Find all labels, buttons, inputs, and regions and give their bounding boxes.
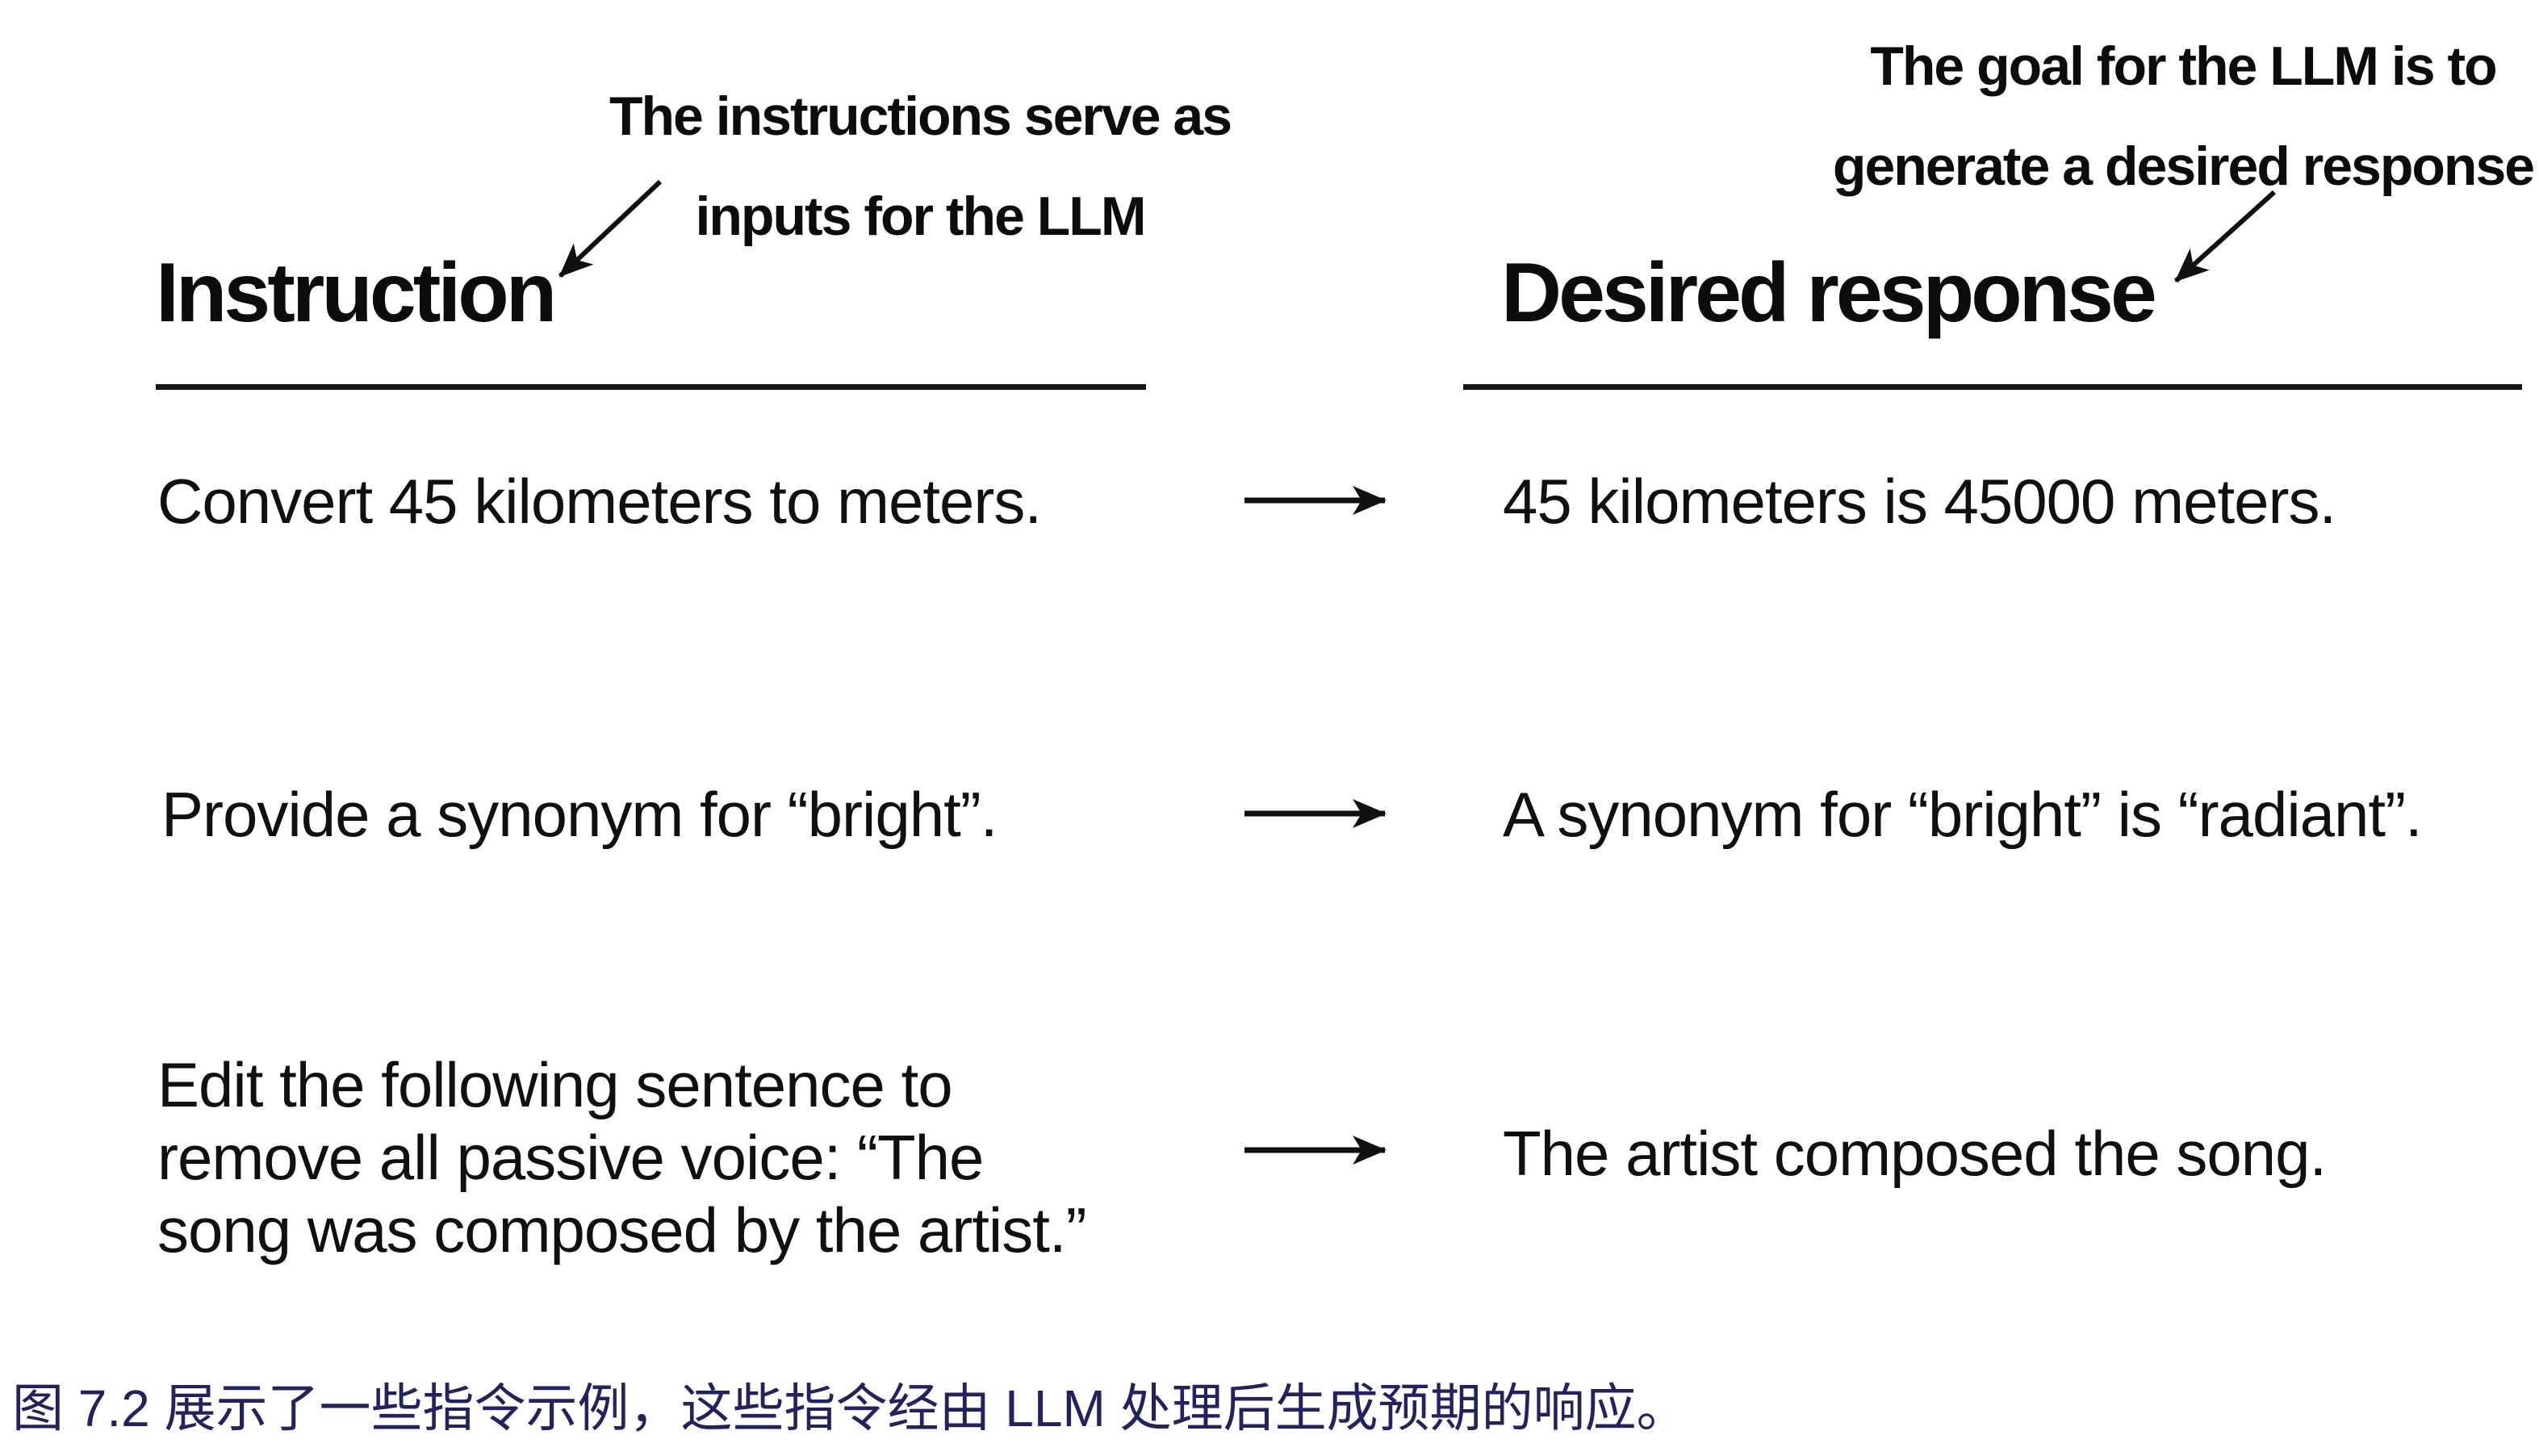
- instruction-row-3: Edit the following sentence to remove al…: [157, 1048, 1087, 1266]
- instruction-header-rule: [156, 384, 1146, 390]
- annotation-left-line1: The instructions serve as: [609, 86, 1232, 147]
- instruction-row-3-line2: remove all passive voice: “The: [157, 1122, 984, 1193]
- response-row-1: 45 kilometers is 45000 meters.: [1503, 466, 2336, 537]
- response-row-2: A synonym for “bright” is “radiant”.: [1503, 779, 2423, 850]
- instruction-row-2-line: Provide a synonym for “bright”.: [161, 779, 998, 850]
- desired-response-column-header: Desired response: [1501, 246, 2157, 340]
- instruction-row-1: Convert 45 kilometers to meters.: [157, 465, 1042, 538]
- annotation-right-line2: generate a desired response: [1832, 136, 2535, 197]
- annotation-left-line2: inputs for the LLM: [695, 186, 1146, 247]
- instruction-row-2: Provide a synonym for “bright”.: [161, 778, 998, 851]
- annotation-llm-goal: The goal for the LLM is to generate a de…: [1816, 16, 2539, 216]
- response-row-3: The artist composed the song.: [1503, 1118, 2327, 1189]
- instruction-row-1-line: Convert 45 kilometers to meters.: [157, 466, 1042, 537]
- instruction-row-3-line3: song was composed by the artist.”: [157, 1195, 1087, 1266]
- annotation-instructions-inputs: The instructions serve as inputs for the…: [517, 66, 1324, 266]
- annotation-right-line1: The goal for the LLM is to: [1870, 36, 2497, 97]
- instruction-column-header: Instruction: [156, 246, 557, 340]
- figure-caption: 图 7.2 展示了一些指令示例，这些指令经由 LLM 处理后生成预期的响应。: [12, 1379, 1688, 1437]
- instruction-row-3-line1: Edit the following sentence to: [157, 1049, 953, 1120]
- desired-response-header-rule: [1463, 384, 2522, 390]
